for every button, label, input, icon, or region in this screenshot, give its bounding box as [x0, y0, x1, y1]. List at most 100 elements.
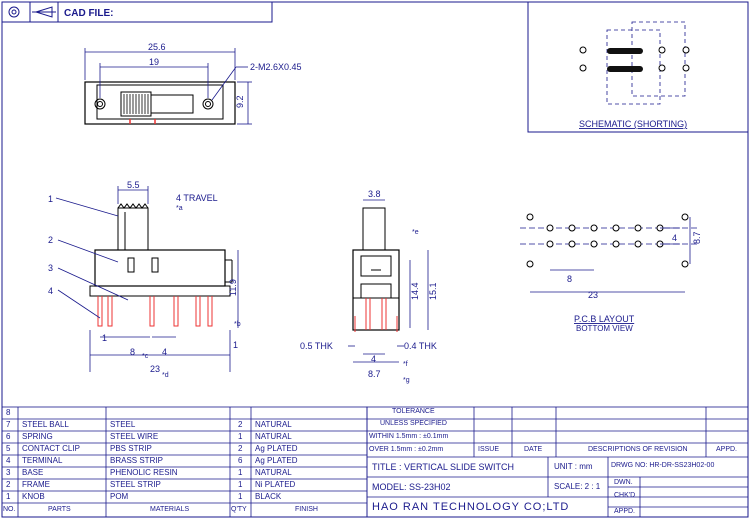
- company-name: HAO RAN TECHNOLOGY CO;LTD: [372, 501, 570, 513]
- date-header: DATE: [524, 446, 543, 453]
- bom-part: CONTACT CLIP: [22, 444, 80, 453]
- knob-thickness: 3.8: [368, 189, 381, 199]
- drawing-title: TITLE : VERTICAL SLIDE SWITCH: [372, 462, 515, 472]
- bom-header-finish: FINISH: [295, 506, 318, 513]
- bom-qty: 6: [238, 456, 243, 465]
- pitch-8: 8: [130, 347, 135, 357]
- top-overall-width: 25.6: [148, 42, 166, 52]
- thickness-04: 0.4 THK: [404, 341, 437, 351]
- bom-part: FRAME: [22, 480, 50, 489]
- bom-part: SPRING: [22, 432, 53, 441]
- issue-header: ISSUE: [478, 446, 500, 453]
- end-view: [352, 207, 400, 332]
- approved-by: APPD.: [614, 508, 636, 515]
- bom-part: STEEL BALL: [22, 420, 69, 429]
- total-width: 23: [150, 364, 160, 374]
- bom-qty: 2: [238, 420, 243, 429]
- bom-part: BASE: [22, 468, 44, 477]
- tolerance-over: OVER 1.5mm : ±0.2mm: [369, 446, 444, 453]
- pin-dim-1: 1: [102, 333, 107, 343]
- bom-header-part: PARTS: [48, 506, 71, 513]
- schematic-label: SCHEMATIC (SHORTING): [579, 119, 687, 129]
- pcb-width: 23: [588, 290, 598, 300]
- top-view: [84, 81, 236, 125]
- cad-file-header: CAD FILE:: [1, 1, 273, 23]
- knob-width: 5.5: [127, 180, 140, 190]
- bom-material: STEEL STRIP: [110, 480, 161, 489]
- projection-symbol-icon: [8, 6, 56, 18]
- knob-thickness-ref: *e: [412, 229, 419, 236]
- pcb-row-gap: 4: [672, 233, 677, 243]
- cad-file-label: CAD FILE:: [64, 8, 113, 19]
- bom-finish: Ag PLATED: [255, 456, 298, 465]
- bom-finish: NATURAL: [255, 420, 292, 429]
- callout-3: 3: [48, 263, 53, 273]
- top-hole-pitch: 19: [149, 57, 159, 67]
- bom-no: 4: [6, 456, 11, 465]
- total-width-ref: *d: [162, 372, 169, 379]
- side-height: 11.9: [228, 279, 238, 296]
- bom-no: 8: [6, 408, 11, 417]
- bom-no: 7: [6, 420, 11, 429]
- unit: UNIT : mm: [554, 462, 593, 471]
- pcb-bottom-view: BOTTOM VIEW: [576, 324, 633, 333]
- end-width-8-7: 8.7: [368, 369, 381, 379]
- bom-qty: 1: [238, 492, 243, 501]
- callout-1: 1: [48, 194, 53, 204]
- pcb-layout: 8 4 8.7 23 P.C.B LAYOUT BOTTOM VIEW: [520, 213, 702, 333]
- side-height-ref: *b: [234, 321, 241, 328]
- bom-table: [1, 406, 368, 518]
- pcb-pitch: 8: [567, 274, 572, 284]
- bom-header-no: NO.: [3, 506, 16, 513]
- end-width-4-ref: *f: [403, 361, 408, 368]
- bom-qty: 2: [238, 444, 243, 453]
- bom-no: 2: [6, 480, 11, 489]
- title-block: [366, 406, 749, 518]
- schematic-box: SCHEMATIC (SHORTING): [527, 1, 749, 133]
- bom-finish: NATURAL: [255, 468, 292, 477]
- model: MODEL: SS-23H02: [372, 482, 451, 492]
- checked-by: CHK'D: [614, 492, 636, 499]
- end-width-4: 4: [371, 354, 376, 364]
- appd-header: APPD.: [716, 446, 738, 453]
- bom-finish: NATURAL: [255, 432, 292, 441]
- bom-qty: 1: [238, 432, 243, 441]
- bom-material: STEEL WIRE: [110, 432, 159, 441]
- end-width-8-7-ref: *g: [403, 377, 410, 384]
- callout-2: 2: [48, 235, 53, 245]
- mount-hole-note: 2-M2.6X0.45: [250, 62, 302, 72]
- bom-material: PBS STRIP: [110, 444, 152, 453]
- tolerance-label: TOLERANCE: [392, 408, 435, 415]
- pitch-8-ref: *c: [142, 353, 149, 360]
- travel-label: 4 TRAVEL: [176, 193, 218, 203]
- bom-no: 5: [6, 444, 11, 453]
- bom-finish: Ag PLATED: [255, 444, 298, 453]
- height-14-4: 14.4: [410, 282, 420, 300]
- pcb-height: 8.7: [692, 231, 702, 244]
- bom-part: KNOB: [22, 492, 45, 501]
- bom-header-qty: Q'TY: [231, 506, 247, 513]
- tolerance-within: WITHIN 1.5mm : ±0.1mm: [369, 433, 449, 440]
- bom-finish: Ni PLATED: [255, 480, 296, 489]
- height-15-1: 15.1: [428, 282, 438, 300]
- side-view-dimensions: [55, 186, 239, 372]
- pin-dim-1b: 1: [233, 340, 238, 350]
- top-height: 9.2: [235, 95, 245, 108]
- descriptions-header: DESCRIPTIONS OF REVISION: [588, 446, 688, 453]
- callout-4: 4: [48, 286, 53, 296]
- drawing-number: DRWG NO: HR-DR-SS23H02-00: [611, 462, 715, 469]
- scale: SCALE: 2 : 1: [554, 482, 601, 491]
- bom-material: POM: [110, 492, 129, 501]
- drawn-by: DWN.: [614, 479, 633, 486]
- bom-material: PHENOLIC RESIN: [110, 468, 178, 477]
- bom-material: BRASS STRIP: [110, 456, 163, 465]
- travel-ref: *a: [176, 205, 183, 212]
- bom-qty: 1: [238, 480, 243, 489]
- unless-specified: UNLESS SPECIFIED: [380, 420, 447, 427]
- pitch-4: 4: [162, 347, 167, 357]
- bom-header-material: MATERIALS: [150, 506, 190, 513]
- bom-material: STEEL: [110, 420, 136, 429]
- bom-finish: BLACK: [255, 492, 282, 501]
- pcb-label: P.C.B LAYOUT: [574, 314, 635, 324]
- bom-qty: 1: [238, 468, 243, 477]
